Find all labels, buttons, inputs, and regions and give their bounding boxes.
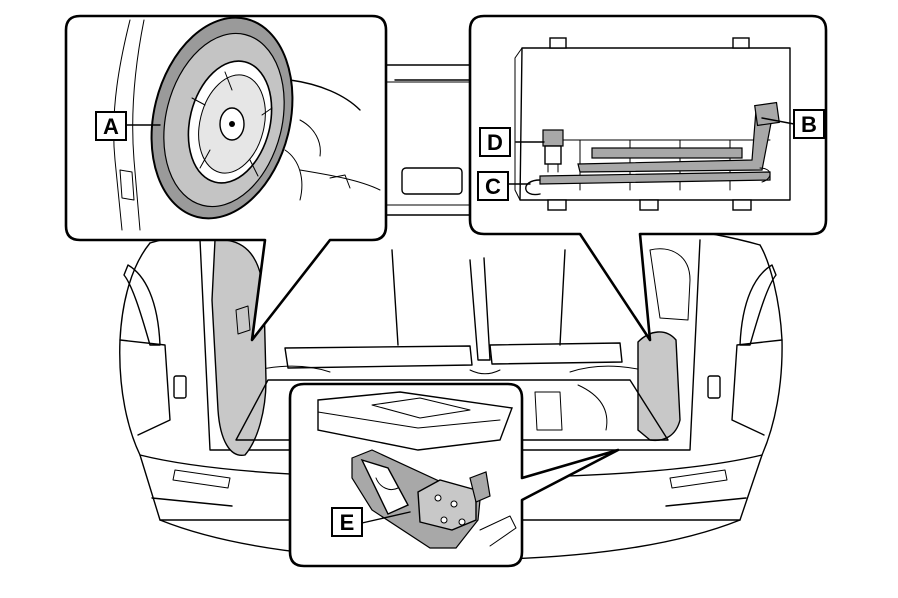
jack-icon [351, 449, 517, 549]
left-trim-panel [211, 239, 267, 456]
jack-handle-icon [525, 167, 771, 196]
spare-tire-callout: A [64, 14, 388, 342]
svg-text:C: C [485, 174, 501, 199]
tool-storage-callout: B D C [468, 14, 828, 342]
wheel-nut-wrench-icon [577, 101, 780, 173]
jack-callout: E [288, 382, 620, 568]
vehicle-rear-illustration [119, 64, 783, 561]
label-e: E [331, 507, 363, 537]
spare-tire-icon [150, 16, 294, 220]
towing-eyelet-icon [542, 129, 743, 173]
svg-text:A: A [103, 114, 119, 139]
label-c: C [477, 171, 509, 201]
svg-text:D: D [487, 130, 503, 155]
label-a: A [95, 111, 127, 141]
svg-text:B: B [801, 112, 817, 137]
svg-text:E: E [340, 510, 355, 535]
label-d: D [479, 127, 511, 157]
right-trim-panel [637, 331, 681, 442]
label-b: B [793, 109, 825, 139]
